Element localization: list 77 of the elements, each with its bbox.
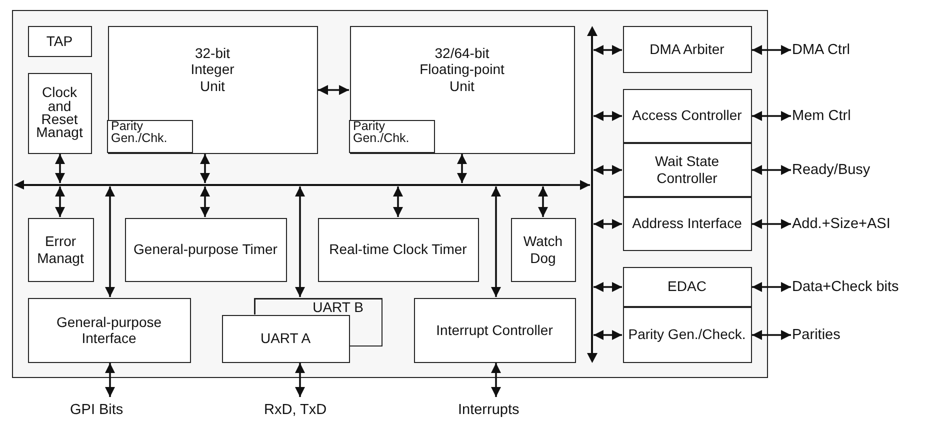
block-label: Wait State Controller [654, 153, 720, 186]
arrow [594, 330, 622, 340]
arrow [491, 363, 501, 397]
arrow [752, 282, 791, 292]
arrow [295, 186, 305, 297]
arrow [491, 186, 501, 297]
functional-block [622, 142, 752, 196]
block-label: Error Managt [36, 233, 85, 266]
functional-block [28, 72, 92, 154]
block-label: General-purpose Timer [134, 241, 278, 258]
block-label: DMA Arbiter [650, 40, 724, 58]
parity-sub-block [349, 120, 435, 153]
signal-label: DMA Ctrl [792, 38, 912, 62]
signal-label: Mem Ctrl [792, 104, 912, 128]
block-label: 32/64-bit Floating-point Unit [418, 45, 506, 94]
arrow [594, 219, 622, 229]
functional-block [318, 218, 478, 282]
arrow [200, 154, 210, 183]
signal-label: Data+Check bits [792, 275, 932, 299]
arrow [105, 363, 115, 397]
block-label: Real-time Clock Timer [329, 241, 467, 258]
functional-block [622, 196, 752, 250]
arrow [55, 186, 65, 217]
chip-outline [12, 10, 768, 378]
block-label: UART B [312, 298, 364, 315]
block-label: Clock and Reset Managt [35, 86, 84, 140]
arrow [752, 45, 791, 55]
arrow [752, 330, 791, 340]
signal-label: Ready/Busy [792, 158, 912, 182]
block-label: General-purpose Interface [55, 314, 163, 346]
block-label: TAP [46, 32, 73, 50]
arrow [752, 165, 791, 175]
signal-label: RxD, TxD [264, 398, 354, 422]
functional-block [350, 26, 574, 154]
arrow [752, 219, 791, 229]
arrow [457, 154, 467, 183]
signal-label: Interrupts [458, 398, 548, 422]
arrow [105, 186, 115, 297]
parity-sub-block [107, 120, 193, 153]
arrow [393, 186, 403, 217]
functional-block [28, 218, 94, 282]
block-label: Address Interface [632, 215, 742, 232]
functional-block [622, 26, 752, 72]
signal-label: Parities [792, 323, 912, 347]
block-label: Parity Gen./Chk. [353, 121, 410, 145]
arrow [594, 165, 622, 175]
functional-block [414, 298, 576, 362]
functional-block [108, 26, 318, 154]
arrow [594, 282, 622, 292]
functional-block [124, 218, 286, 282]
block-label: Parity Gen./Chk. [111, 121, 168, 145]
functional-block [28, 26, 92, 56]
block-label: Parity Gen./Check. [628, 326, 746, 343]
arrow [318, 85, 349, 95]
arrow [594, 111, 622, 121]
signal-label: GPI Bits [70, 398, 160, 422]
functional-block [510, 218, 576, 282]
arrow [200, 186, 210, 217]
signal-label: Add.+Size+ASI [792, 212, 932, 236]
arrow [752, 111, 791, 121]
arrow [594, 45, 622, 55]
block-label: Interrupt Controller [436, 322, 553, 338]
block-label: UART A [260, 330, 311, 347]
block-label: Watch Dog [522, 233, 564, 266]
functional-block [254, 298, 382, 346]
block-label: 32-bit Integer Unit [190, 45, 236, 94]
arrow [295, 363, 305, 397]
arrow [560, 180, 590, 190]
functional-block [622, 88, 752, 142]
functional-block [222, 314, 350, 362]
functional-block [622, 266, 752, 306]
block-label: EDAC [668, 278, 706, 295]
block-label: Access Controller [632, 107, 742, 124]
arrow [538, 186, 548, 217]
functional-block [28, 298, 190, 362]
functional-block [622, 306, 752, 362]
arrow [55, 154, 65, 183]
